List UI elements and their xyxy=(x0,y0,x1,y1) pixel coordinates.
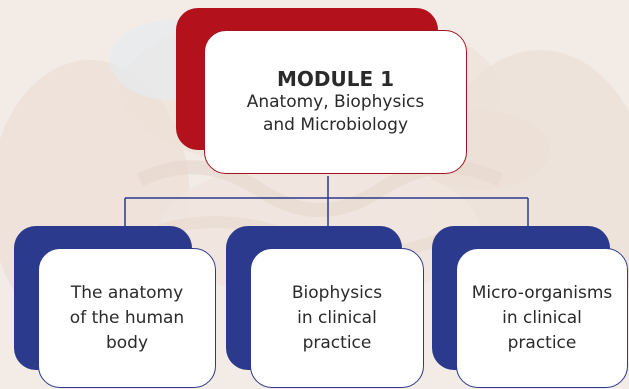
child-label-anatomy: The anatomy of the human body xyxy=(69,282,185,353)
child-box-microorganisms: Micro-organisms in clinical practice xyxy=(456,248,628,388)
child-label-microorganisms: Micro-organisms in clinical practice xyxy=(471,282,613,353)
child-box-biophysics: Biophysics in clinical practice xyxy=(250,248,424,388)
child-label-biophysics: Biophysics in clinical practice xyxy=(291,282,383,353)
child-box-anatomy: The anatomy of the human body xyxy=(38,248,216,388)
module-title: MODULE 1 xyxy=(276,67,395,91)
module-subtitle: Anatomy, Biophysics and Microbiology xyxy=(246,92,425,135)
module-box: MODULE 1 Anatomy, Biophysics and Microbi… xyxy=(204,30,467,174)
